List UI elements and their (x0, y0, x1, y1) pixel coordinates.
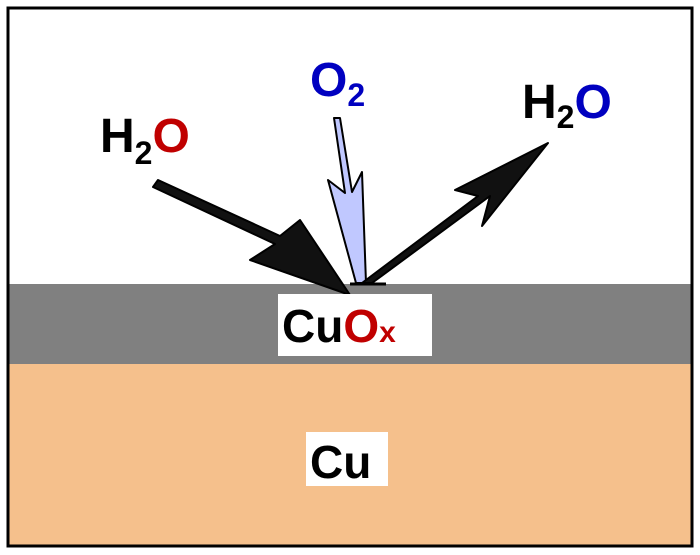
h2o-right-subscript: 2 (557, 99, 575, 135)
h2o-right-label: H2O (522, 76, 612, 135)
svg-text:H2O: H2O (100, 110, 190, 171)
o2-subscript: 2 (347, 77, 365, 113)
cuox-x-subscript: x (379, 316, 396, 349)
o2-label: O2 (310, 54, 365, 113)
cu-substrate-label: Cu (310, 436, 371, 488)
cuox-o: O (343, 300, 379, 352)
incoming-h2o-arrow (152, 179, 351, 296)
h2o-right-o: O (574, 76, 611, 129)
cu-label-background (306, 432, 388, 486)
h2o-left-o: O (152, 110, 189, 163)
cuox-label: CuOx (282, 300, 396, 352)
cuox-cu: Cu (282, 300, 343, 352)
svg-text:O2: O2 (310, 54, 365, 113)
o2-o: O (310, 54, 347, 107)
h2o-left-h: H (100, 110, 135, 163)
h2o-right-h: H (522, 76, 557, 129)
svg-text:H2O: H2O (522, 76, 612, 135)
cuox-label-background (278, 294, 432, 356)
h2o-left-label: H2O (100, 110, 190, 171)
frame-border (6, 6, 694, 548)
h2o-left-subscript: 2 (135, 135, 153, 171)
outgoing-h2o-arrow (361, 142, 549, 284)
